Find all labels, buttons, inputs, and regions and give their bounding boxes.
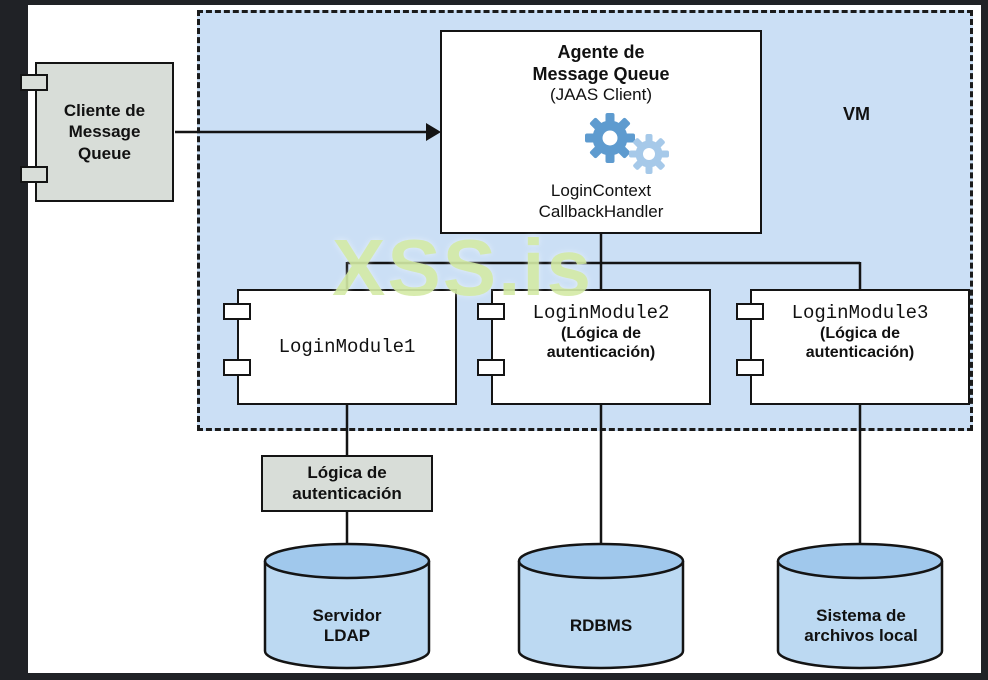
loginmodule2-component: LoginModule2 (Lógica de autenticación) bbox=[491, 289, 711, 405]
store-label-line: Servidor bbox=[312, 605, 382, 625]
rdbms-store-label: RDBMS bbox=[521, 599, 681, 653]
gears-icon bbox=[585, 112, 669, 174]
component-port-icon bbox=[736, 359, 764, 376]
component-port-icon bbox=[477, 359, 505, 376]
component-port-icon bbox=[223, 359, 251, 376]
auth-logic-line: Lógica de bbox=[307, 463, 387, 483]
store-label-line: RDBMS bbox=[569, 615, 633, 635]
component-port-icon bbox=[477, 303, 505, 320]
client-label-line: Message bbox=[68, 122, 141, 142]
module-name: LoginModule1 bbox=[278, 336, 416, 358]
module-name: LoginModule3 bbox=[791, 302, 929, 324]
xss-watermark: XSS.is bbox=[332, 223, 594, 312]
module-note-line: (Lógica de bbox=[819, 325, 900, 342]
module-name: LoginModule2 bbox=[532, 302, 670, 324]
store-label-line: Sistema de bbox=[816, 605, 906, 625]
component-port-icon bbox=[20, 74, 48, 91]
client-label-line: Queue bbox=[78, 143, 131, 163]
callbackhandler-label: CallbackHandler bbox=[538, 201, 664, 221]
ldap-store-label: Servidor LDAP bbox=[267, 599, 427, 653]
auth-logic-line: autenticación bbox=[292, 483, 402, 503]
agent-subtitle: (JAAS Client) bbox=[549, 85, 653, 105]
agent-title-line: Message Queue bbox=[532, 63, 670, 84]
loginmodule1-component: LoginModule1 bbox=[237, 289, 457, 405]
logincontext-label: LoginContext bbox=[550, 180, 652, 200]
vm-label: VM bbox=[843, 104, 870, 124]
component-port-icon bbox=[20, 166, 48, 183]
filesystem-store-label: Sistema de archivos local bbox=[781, 599, 941, 653]
client-label-line: Cliente de bbox=[63, 101, 146, 121]
loginmodule3-component: LoginModule3 (Lógica de autenticación) bbox=[750, 289, 970, 405]
agent-title-line: Agente de bbox=[557, 42, 645, 62]
module-note-line: (Lógica de bbox=[560, 325, 641, 342]
auth-logic-box: Lógica de autenticación bbox=[261, 455, 433, 512]
store-label-line: archivos local bbox=[804, 626, 918, 645]
mq-client-component: Cliente de Message Queue bbox=[35, 62, 174, 202]
mq-agent-box: Agente de Message Queue (JAAS Client) bbox=[440, 30, 762, 234]
store-label-line: LDAP bbox=[323, 626, 371, 645]
module-note-line: autenticación) bbox=[546, 344, 656, 362]
component-port-icon bbox=[223, 303, 251, 320]
component-port-icon bbox=[736, 303, 764, 320]
module-note-line: autenticación) bbox=[805, 344, 915, 362]
